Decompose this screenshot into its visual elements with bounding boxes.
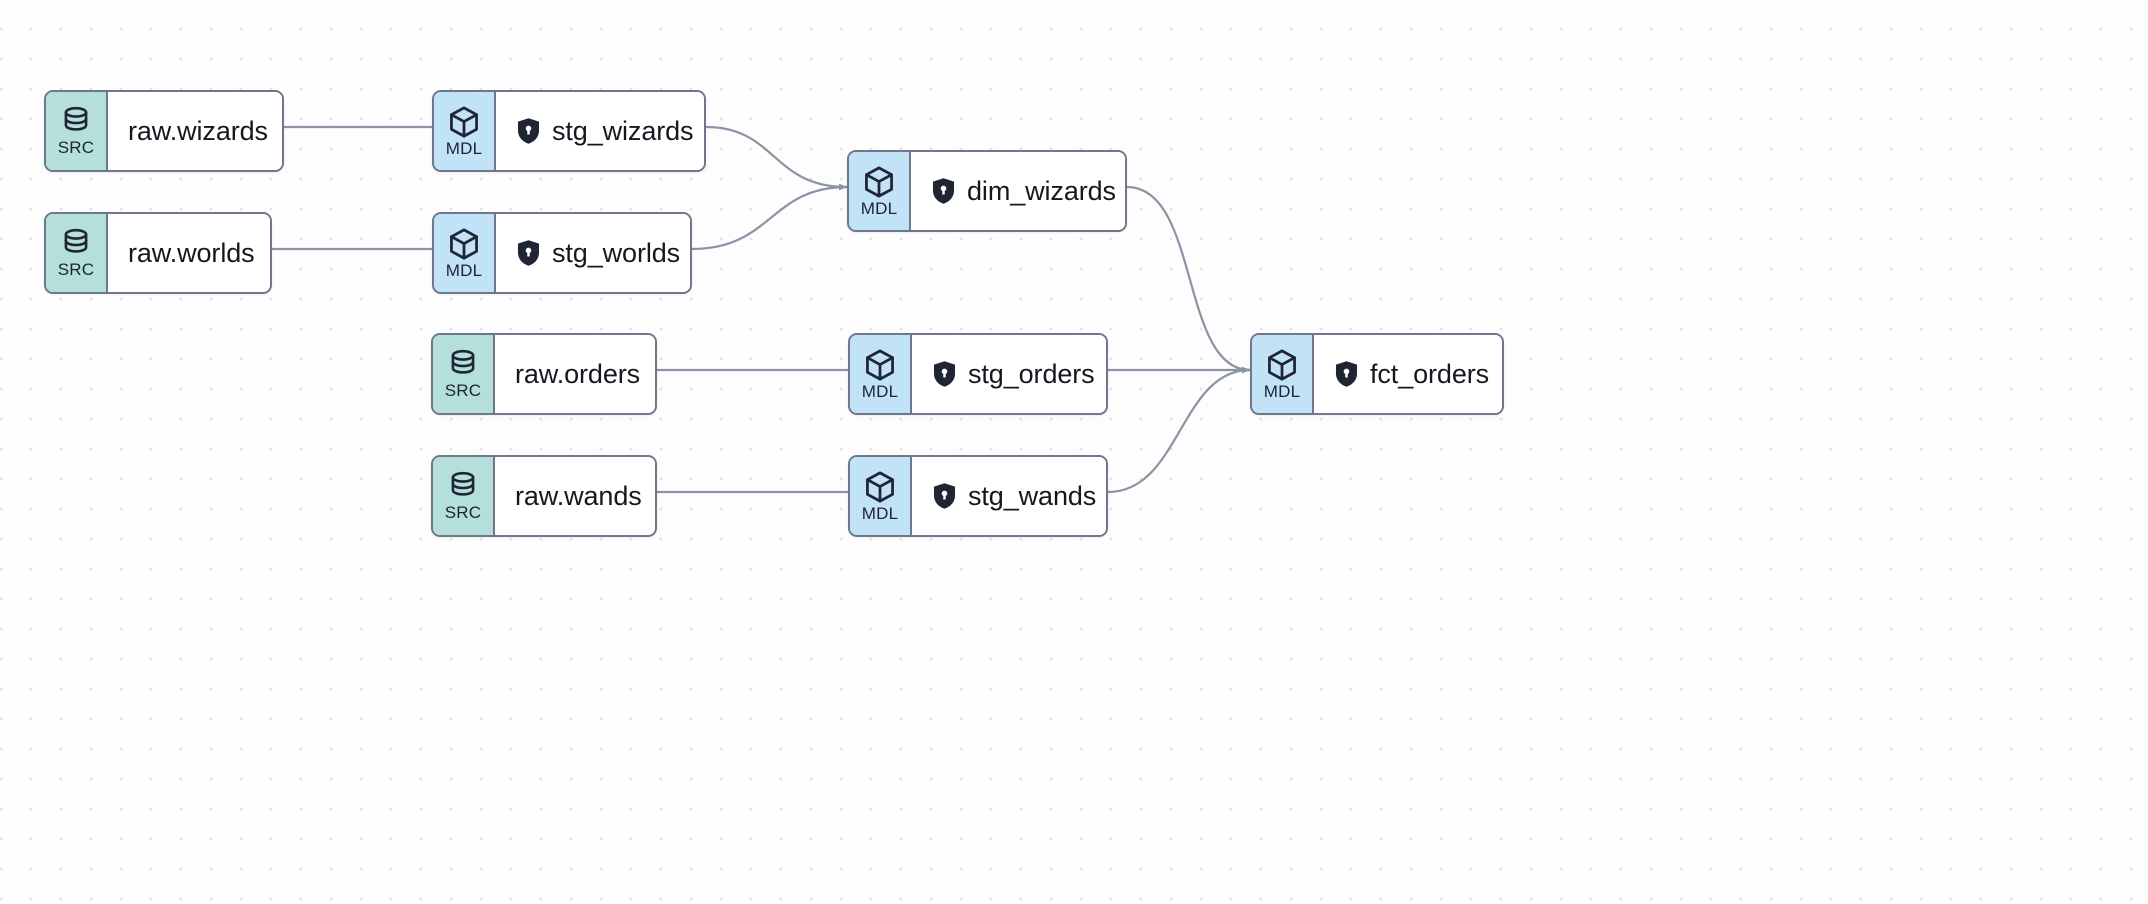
- node-type-label: MDL: [861, 504, 899, 523]
- shield-lock-icon: [516, 239, 541, 267]
- node-type-badge: SRC: [46, 92, 108, 170]
- cube-icon: [447, 227, 481, 261]
- shield-lock-icon: [516, 117, 541, 145]
- node-type-label: SRC: [57, 138, 95, 157]
- node-type-label: SRC: [444, 381, 482, 400]
- node-type-label: MDL: [861, 382, 899, 401]
- node-stg_wands[interactable]: MDL stg_wands: [848, 455, 1108, 537]
- node-label: raw.wizards: [128, 115, 268, 146]
- shield-lock-icon: [931, 177, 956, 205]
- cube-icon: [863, 348, 897, 382]
- cube-icon: [447, 105, 481, 139]
- node-type-badge: MDL: [849, 152, 911, 230]
- node-type-label: MDL: [1263, 382, 1301, 401]
- database-icon: [448, 471, 478, 503]
- node-type-badge: MDL: [434, 92, 496, 170]
- node-label: stg_worlds: [552, 237, 681, 268]
- edge-stg-wizards-to-dim-wizards: [705, 125, 848, 191]
- shield-lock-icon: [932, 360, 957, 388]
- node-fct_orders[interactable]: MDL fct_orders: [1250, 333, 1504, 415]
- edge-stg-worlds-to-dim-wizards: [691, 183, 848, 251]
- node-raw_worlds[interactable]: SRC raw.worlds: [44, 212, 272, 294]
- node-label: fct_orders: [1370, 358, 1490, 389]
- node-body: stg_wizards: [496, 92, 704, 170]
- node-type-label: MDL: [445, 261, 483, 280]
- node-body: raw.wizards: [108, 92, 282, 170]
- node-raw_wizards[interactable]: SRC raw.wizards: [44, 90, 284, 172]
- node-stg_worlds[interactable]: MDL stg_worlds: [432, 212, 692, 294]
- node-type-badge: SRC: [46, 214, 108, 292]
- node-type-label: MDL: [445, 139, 483, 158]
- cube-icon: [862, 165, 896, 199]
- node-body: raw.worlds: [108, 214, 270, 292]
- node-body: dim_wizards: [911, 152, 1125, 230]
- cube-icon: [1265, 348, 1299, 382]
- node-type-badge: MDL: [850, 335, 912, 413]
- node-body: raw.orders: [495, 335, 655, 413]
- edge-dim-wizards-to-fct-orders: [1126, 185, 1251, 374]
- database-icon: [61, 228, 91, 260]
- node-dim_wizards[interactable]: MDL dim_wizards: [847, 150, 1127, 232]
- cube-icon: [863, 470, 897, 504]
- database-icon: [448, 349, 478, 381]
- node-type-badge: MDL: [850, 457, 912, 535]
- shield-lock-icon: [932, 482, 957, 510]
- shield-lock-icon: [1334, 360, 1359, 388]
- node-type-badge: SRC: [433, 335, 495, 413]
- node-body: raw.wands: [495, 457, 655, 535]
- node-label: raw.orders: [515, 358, 641, 389]
- node-raw_orders[interactable]: SRC raw.orders: [431, 333, 657, 415]
- node-body: stg_worlds: [496, 214, 690, 292]
- node-type-label: SRC: [57, 260, 95, 279]
- node-label: dim_wizards: [967, 175, 1116, 206]
- node-type-label: MDL: [860, 199, 898, 218]
- edge-stg-wands-to-fct-orders: [1107, 366, 1251, 494]
- node-type-badge: SRC: [433, 457, 495, 535]
- node-type-badge: MDL: [434, 214, 496, 292]
- node-stg_orders[interactable]: MDL stg_orders: [848, 333, 1108, 415]
- node-body: stg_wands: [912, 457, 1106, 535]
- database-icon: [61, 106, 91, 138]
- node-label: stg_wizards: [552, 115, 694, 146]
- node-raw_wands[interactable]: SRC raw.wands: [431, 455, 657, 537]
- node-label: raw.wands: [515, 480, 642, 511]
- node-stg_wizards[interactable]: MDL stg_wizards: [432, 90, 706, 172]
- node-label: stg_wands: [968, 480, 1097, 511]
- node-type-label: SRC: [444, 503, 482, 522]
- node-body: fct_orders: [1314, 335, 1502, 413]
- node-label: raw.worlds: [128, 237, 255, 268]
- node-body: stg_orders: [912, 335, 1106, 413]
- node-type-badge: MDL: [1252, 335, 1314, 413]
- node-label: stg_orders: [968, 358, 1095, 389]
